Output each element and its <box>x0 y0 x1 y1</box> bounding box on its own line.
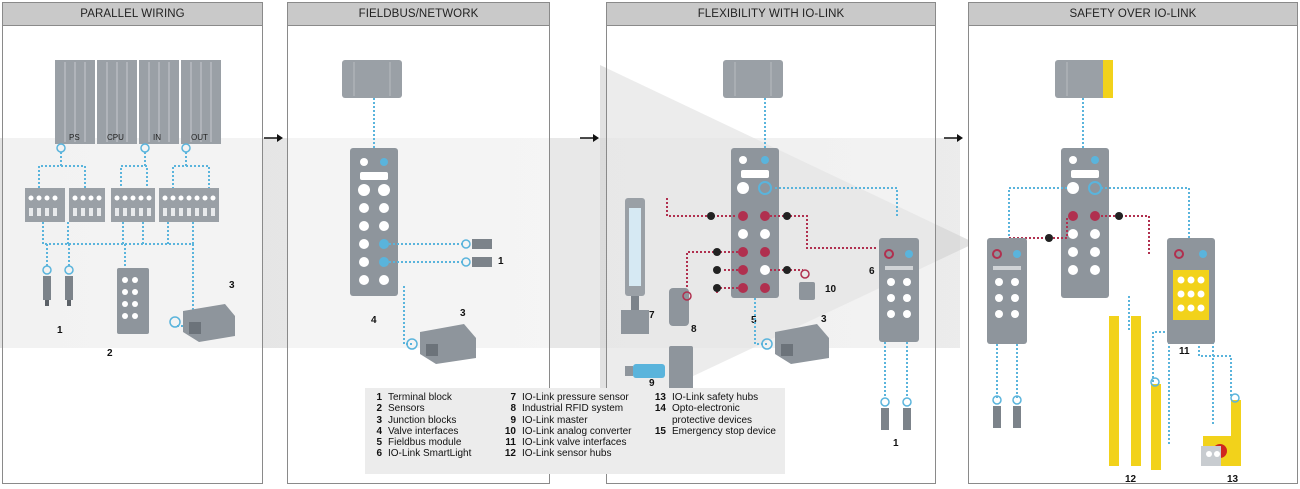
rfid-icon <box>669 288 692 326</box>
safety-controller-icon <box>1055 60 1113 98</box>
callout-number: 3 <box>460 308 466 319</box>
panel-title: SAFETY OVER IO-LINK <box>969 3 1297 26</box>
callout-number: 10 <box>825 284 837 295</box>
controller-icon <box>342 60 402 98</box>
panel-title: FLEXIBILITY WITH IO-LINK <box>607 3 935 26</box>
callout-number: 12 <box>1125 474 1137 484</box>
plc-module-label-in: IN <box>153 133 161 142</box>
callout-number: 5 <box>751 315 757 326</box>
arrow-right-icon <box>264 134 283 142</box>
safety-diagram: 11 12 13 <box>987 60 1241 485</box>
sensor-icon <box>880 397 912 430</box>
junction-block-icon <box>406 324 476 364</box>
connector-symbol-icon <box>707 212 791 292</box>
io-link-device-icon <box>625 346 693 405</box>
callout-number: 3 <box>229 280 235 291</box>
controller-icon <box>723 60 783 98</box>
sensor-icon <box>42 265 74 306</box>
panel-flexibility-io-link: FLEXIBILITY WITH IO-LINK 5 <box>606 2 936 484</box>
callout-number: 1 <box>57 325 63 336</box>
plc-module-label-out: OUT <box>191 133 208 142</box>
light-curtain-icon <box>1109 316 1241 470</box>
panel-title: PARALLEL WIRING <box>3 3 262 26</box>
sensor-icon <box>992 395 1022 428</box>
arrow-right-icon <box>944 134 963 142</box>
callout-number: 6 <box>869 266 875 277</box>
smartlight-icon <box>879 238 919 342</box>
callout-number: 1 <box>893 438 899 449</box>
panel-title: FIELDBUS/NETWORK <box>288 3 549 26</box>
emergency-stop-icon <box>1201 436 1237 466</box>
connector-symbol-icon <box>1045 212 1123 242</box>
io-link-master-icon <box>1061 148 1109 298</box>
analog-converter-icon <box>799 269 815 300</box>
pressure-sensor-icon <box>621 198 649 334</box>
callout-number: 2 <box>107 348 113 359</box>
safety-hub-icon <box>1167 238 1215 344</box>
callout-number: 3 <box>821 314 827 325</box>
callout-number: 8 <box>691 324 697 335</box>
parallel-wiring-diagram: PS CPU IN OUT <box>25 60 235 359</box>
junction-block-icon <box>761 324 829 364</box>
io-link-diagram: 5 7 <box>621 60 919 449</box>
fieldbus-module-icon <box>350 148 398 296</box>
safety-hub-icon <box>987 238 1027 344</box>
fieldbus-diagram: 1 4 3 <box>342 60 504 364</box>
io-link-master-icon <box>731 148 779 298</box>
terminal-block-icon <box>25 188 219 222</box>
arrow-right-icon <box>580 134 599 142</box>
valve-terminal-icon <box>117 268 149 334</box>
callout-number: 13 <box>1227 474 1239 484</box>
plc-module-label-ps: PS <box>69 133 80 142</box>
panel-fieldbus-network: FIELDBUS/NETWORK 1 4 <box>287 2 550 484</box>
junction-block-icon <box>169 304 235 342</box>
plc-module-label-cpu: CPU <box>107 133 124 142</box>
callout-number: 4 <box>371 315 377 326</box>
plc-rack-icon <box>55 60 221 144</box>
panel-parallel-wiring: PARALLEL WIRING PS CPU IN OUT <box>2 2 263 484</box>
panel-safety-over-io-link: SAFETY OVER IO-LINK <box>968 2 1298 485</box>
callout-number: 9 <box>649 378 655 389</box>
callout-number: 7 <box>649 310 655 321</box>
callout-number: 11 <box>1179 346 1190 357</box>
callout-number: 1 <box>498 256 504 267</box>
sensor-icon <box>461 239 492 267</box>
